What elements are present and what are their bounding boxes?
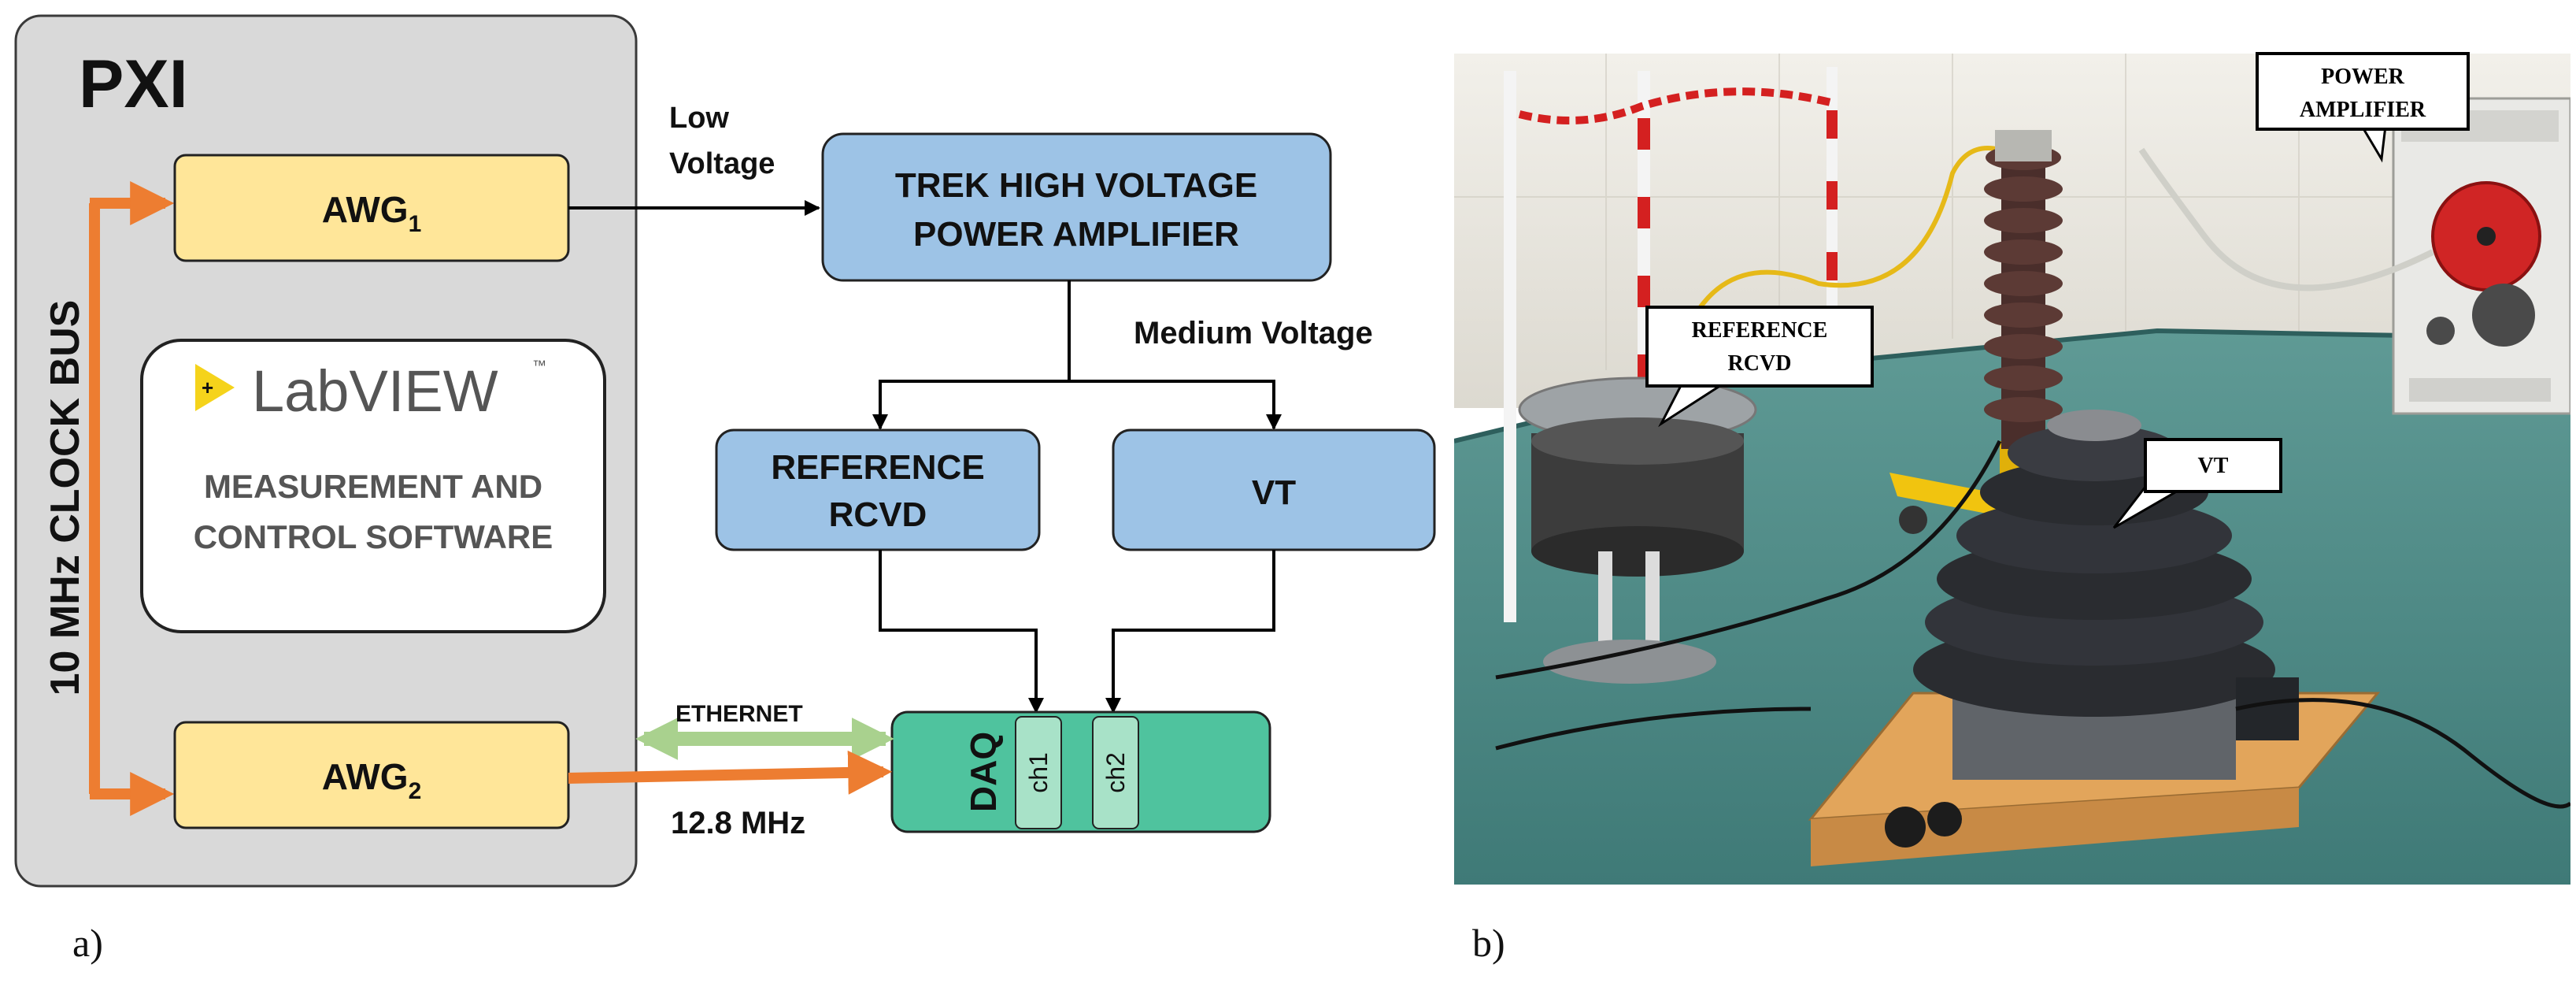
awg1-subscript: 1 (409, 211, 422, 237)
labview-trademark: ™ (532, 358, 546, 373)
pxi-title: PXI (79, 46, 188, 122)
callout-vt-label: VT (2198, 454, 2229, 478)
ch1-label: ch1 (1024, 752, 1053, 793)
trek-label-2: POWER AMPLIFIER (913, 215, 1239, 254)
labview-line2: CONTROL SOFTWARE (194, 518, 553, 555)
callout-power-amplifier: POWER AMPLIFIER (2256, 52, 2470, 163)
low-voltage-label-2: Voltage (669, 147, 775, 180)
clock-bus-label: 10 MHz CLOCK BUS (43, 300, 88, 696)
labview-logo-text: LabVIEW (252, 358, 498, 424)
rcvd-to-ch1 (879, 550, 1044, 714)
ch1-slot (1015, 716, 1062, 829)
trek-label-1: TREK HIGH VOLTAGE (895, 166, 1257, 205)
labview-line1: MEASUREMENT AND (204, 468, 542, 505)
callout-power-amplifier-line2: AMPLIFIER (2300, 98, 2426, 122)
vt-device (1808, 410, 2381, 866)
callout-reference-line1: REFERENCE (1692, 318, 1828, 343)
trek-amplifier-box (821, 132, 1332, 282)
callout-vt: VT (2112, 438, 2282, 529)
medium-voltage-label: Medium Voltage (1134, 316, 1373, 351)
labview-logo-icon: + (195, 364, 235, 411)
svg-text:+: + (202, 376, 213, 399)
block-diagram: PXI 10 MHz CLOCK BUS AWG1 AWG2 + LabVIEW… (14, 14, 1436, 965)
freq-label: 12.8 MHz (671, 806, 805, 840)
high-voltage-insulator (1984, 130, 2063, 449)
vt-label: VT (1252, 473, 1296, 512)
awg1-name: AWG (322, 189, 409, 230)
callout-power-amplifier-line1: POWER (2321, 65, 2405, 89)
awg2-subscript: 2 (409, 778, 422, 804)
ch2-slot (1092, 716, 1139, 829)
low-voltage-label-1: Low (669, 102, 729, 135)
awg2-name: AWG (322, 756, 409, 797)
photo-frame (1454, 54, 2570, 885)
caption-b: b) (1472, 921, 1505, 965)
reference-rcvd-box (715, 428, 1041, 551)
callout-reference-line2: RCVD (1728, 351, 1792, 376)
ethernet-label: ETHERNET (675, 701, 803, 727)
caption-a: a) (72, 921, 103, 965)
awg2-label: AWG2 (322, 756, 422, 804)
lab-photo: POWER AMPLIFIER REFERENCE RCVD VT b) (1454, 52, 2570, 965)
clock-12-8-arrow (568, 750, 893, 795)
ch2-label: ch2 (1101, 752, 1130, 793)
reference-rcvd-label-2: RCVD (829, 495, 927, 534)
daq-box (890, 710, 1271, 833)
vt-to-ch2 (1105, 550, 1275, 714)
black-cables (1495, 440, 2570, 809)
amplifier-cable (2138, 147, 2434, 291)
callout-reference-rcvd: REFERENCE RCVD (1645, 306, 1874, 428)
reference-rcvd-label-1: REFERENCE (771, 448, 984, 487)
awg1-label: AWG1 (322, 189, 422, 237)
yellow-cable (1667, 146, 2000, 387)
labview-box (140, 339, 606, 633)
daq-label: DAQ (963, 732, 1004, 812)
